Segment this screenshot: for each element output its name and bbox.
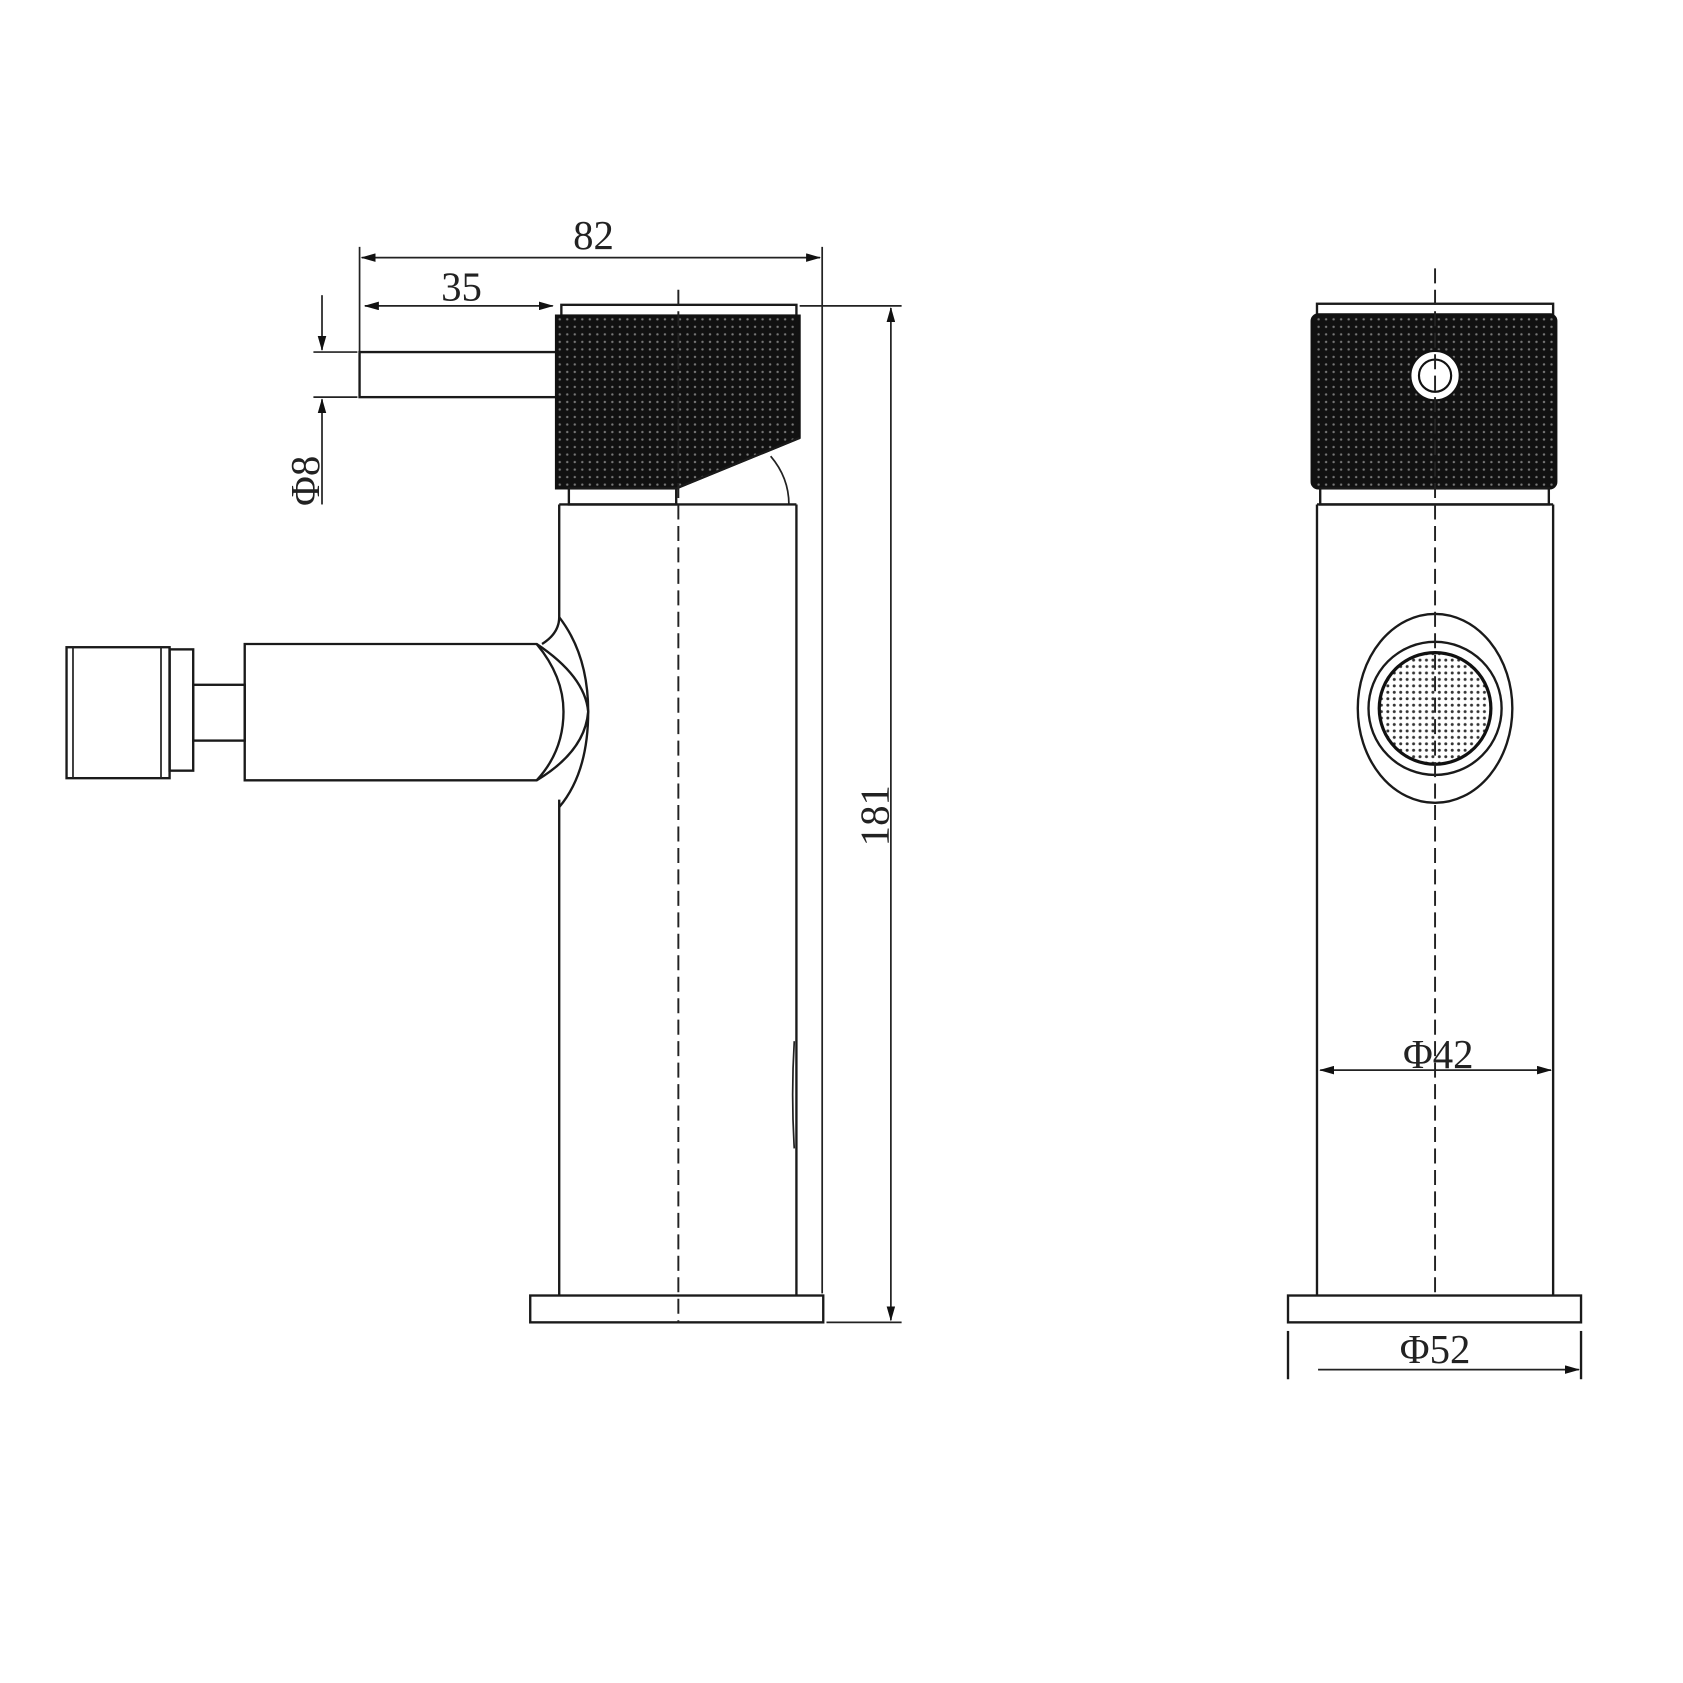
lever [358, 350, 560, 399]
dimension-lever-diameter: Φ8 [283, 295, 358, 506]
spout-connector [192, 683, 246, 742]
knurled-handle [1310, 313, 1558, 490]
dimension-label-phi8: Φ8 [283, 456, 328, 506]
dimension-base-diameter: Φ52 [1286, 1327, 1583, 1380]
dimension-overall-width: 82 [358, 213, 824, 1294]
dimension-label-82: 82 [573, 213, 614, 258]
aerator-nozzle [65, 646, 171, 780]
dimension-body-diameter: Φ42 [1319, 1032, 1553, 1077]
spout [243, 642, 590, 782]
front-view: Φ42 Φ52 [1286, 268, 1583, 1380]
dimension-label-35: 35 [441, 265, 482, 310]
dimension-label-phi42: Φ42 [1403, 1032, 1474, 1077]
base-plate [529, 1294, 825, 1324]
nozzle-ring [168, 648, 195, 772]
body [541, 503, 798, 1296]
dimension-lever-length: 35 [363, 265, 554, 311]
dimension-label-181: 181 [853, 785, 898, 846]
dimension-overall-height: 181 [799, 305, 902, 1324]
side-view: 82 35 Φ8 181 [65, 213, 902, 1324]
dimension-label-phi52: Φ52 [1400, 1327, 1471, 1372]
base-plate [1286, 1294, 1583, 1324]
handle-collar [567, 487, 678, 506]
